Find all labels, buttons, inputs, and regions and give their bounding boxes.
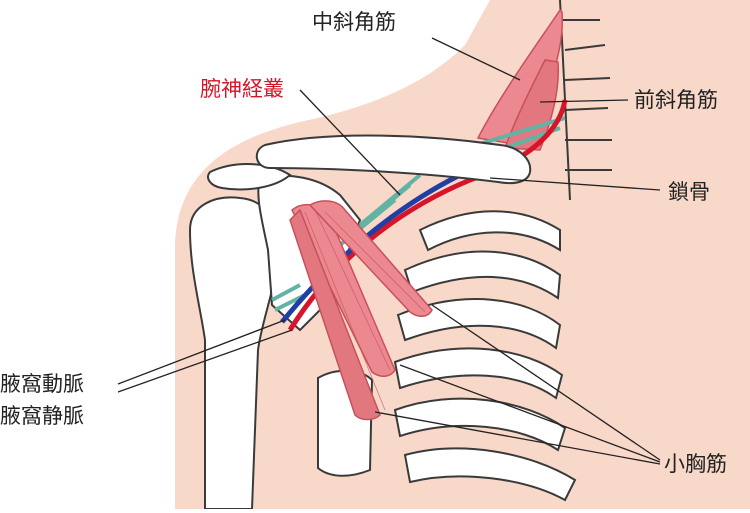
- label-brachial-plexus: 腕神経叢: [200, 77, 284, 101]
- rib-2: [403, 250, 562, 300]
- label-axillary-artery: 腋窩動脈: [0, 372, 84, 396]
- leader-lines: [117, 37, 661, 465]
- middle-scalene-muscle: [476, 8, 564, 146]
- label-clavicle: 鎖骨: [668, 180, 710, 204]
- label-pectoralis-minor: 小胸筋: [664, 452, 727, 476]
- leader-middle-scalene: [431, 37, 521, 81]
- anterior-scalene-muscle: [503, 59, 560, 151]
- leader-pectoralis-minor-2: [399, 364, 661, 463]
- rib-5: [393, 397, 567, 452]
- leader-pectoralis-minor-1: [431, 304, 661, 461]
- leader-axillary-artery: [117, 319, 286, 385]
- leader-pectoralis-minor-3: [374, 411, 661, 465]
- rib-6: [403, 447, 577, 502]
- rib-1: [418, 210, 561, 252]
- label-middle-scalene: 中斜角筋: [312, 10, 396, 34]
- leader-brachial-plexus: [299, 89, 401, 196]
- clavicle-bone: [255, 134, 532, 185]
- acromion: [207, 163, 292, 191]
- label-anterior-scalene: 前斜角筋: [634, 88, 718, 112]
- leader-anterior-scalene: [539, 99, 629, 103]
- rib-3: [396, 298, 562, 350]
- pectoralis-minor-muscle: [289, 200, 433, 421]
- rib-4: [393, 347, 564, 400]
- leader-axillary-vein: [117, 329, 293, 393]
- ribcage: [317, 210, 577, 502]
- leader-clavicle: [489, 177, 661, 191]
- axillary-vein: [280, 172, 462, 324]
- label-axillary-vein: 腋窩静脈: [0, 404, 84, 428]
